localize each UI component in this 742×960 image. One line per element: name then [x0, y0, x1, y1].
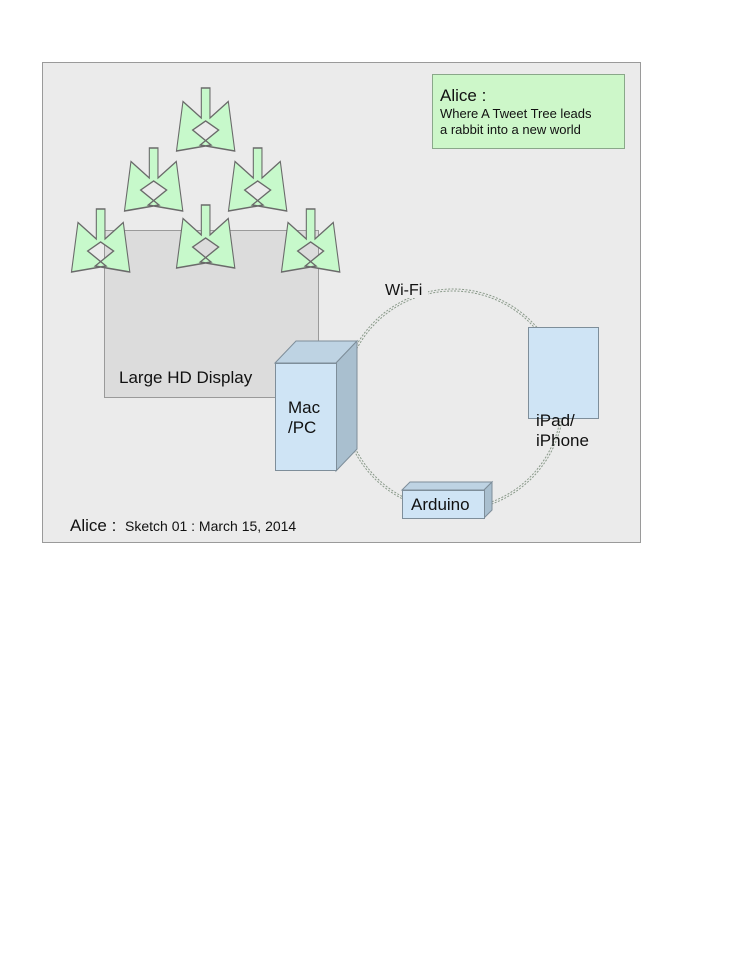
tower-label-line-2: /PC	[288, 418, 316, 437]
sketch-caption: Alice : Sketch 01 : March 15, 2014	[70, 516, 296, 535]
ipad-iphone-device: iPad/ iPhone	[528, 327, 599, 450]
mac-pc-tower: Mac /PC	[273, 339, 359, 473]
tower-label-line-1: Mac	[288, 398, 321, 417]
title-note-box	[432, 74, 625, 149]
title-note-line-1: Where A Tweet Tree leads	[440, 106, 592, 121]
arduino-top	[400, 481, 494, 491]
title-note: Alice : Where A Tweet Tree leads a rabbi…	[432, 74, 625, 149]
title-note-line-2: a rabbit into a new world	[440, 122, 581, 137]
arduino-front	[402, 490, 485, 519]
tower-front	[275, 363, 337, 471]
display-label: Large HD Display	[119, 368, 253, 387]
tablet-body	[528, 327, 599, 419]
caption-detail: Sketch 01 : March 15, 2014	[125, 518, 296, 534]
title-note-heading: Alice :	[440, 86, 486, 105]
arduino-label: Arduino	[411, 495, 470, 514]
caption-title: Alice :	[70, 516, 116, 535]
wifi-label-bg	[384, 280, 428, 298]
tablet-label-line-2: iPhone	[536, 431, 589, 450]
arduino-board: Arduino	[400, 480, 494, 520]
wifi-label: Wi-Fi	[385, 282, 422, 299]
tablet-label-line-1: iPad/	[536, 411, 575, 430]
tower-side	[335, 339, 358, 473]
